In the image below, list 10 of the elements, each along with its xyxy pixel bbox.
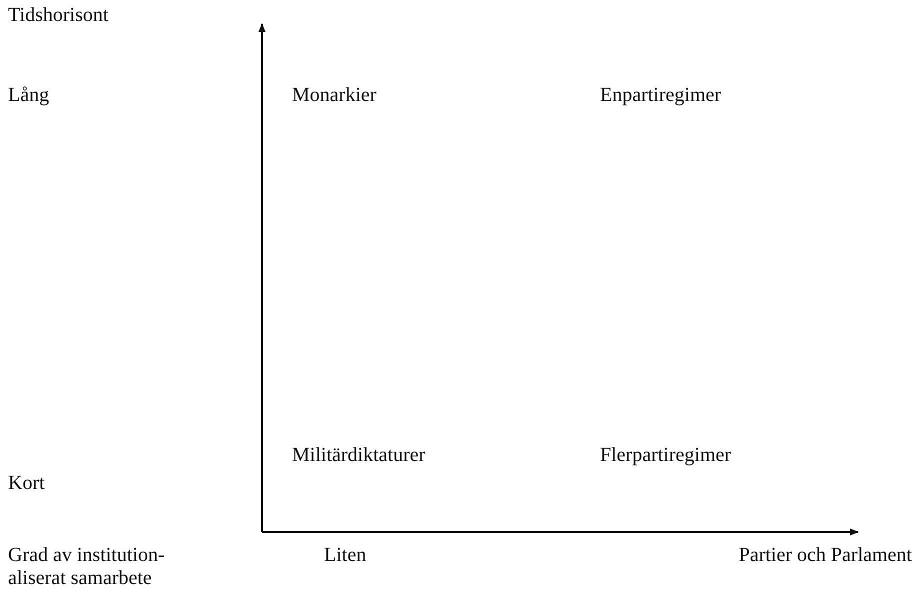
axis-tick-label: Kort — [8, 472, 45, 495]
axis-tick-label: Partier och Parlament — [738, 544, 912, 567]
axis-tick-label: Liten — [324, 544, 366, 567]
quadrant-label: Enpartiregimer — [600, 84, 722, 107]
axis-title: Grad av institution- aliserat samarbete — [8, 544, 166, 590]
axis-title: Tidshorisont — [8, 4, 108, 27]
quadrant-label: Monarkier — [292, 84, 376, 107]
axis-tick-label: Lång — [8, 84, 50, 107]
quadrant-label: Flerpartiregimer — [600, 444, 732, 467]
quadrant-label: Militärdiktaturer — [292, 444, 426, 467]
